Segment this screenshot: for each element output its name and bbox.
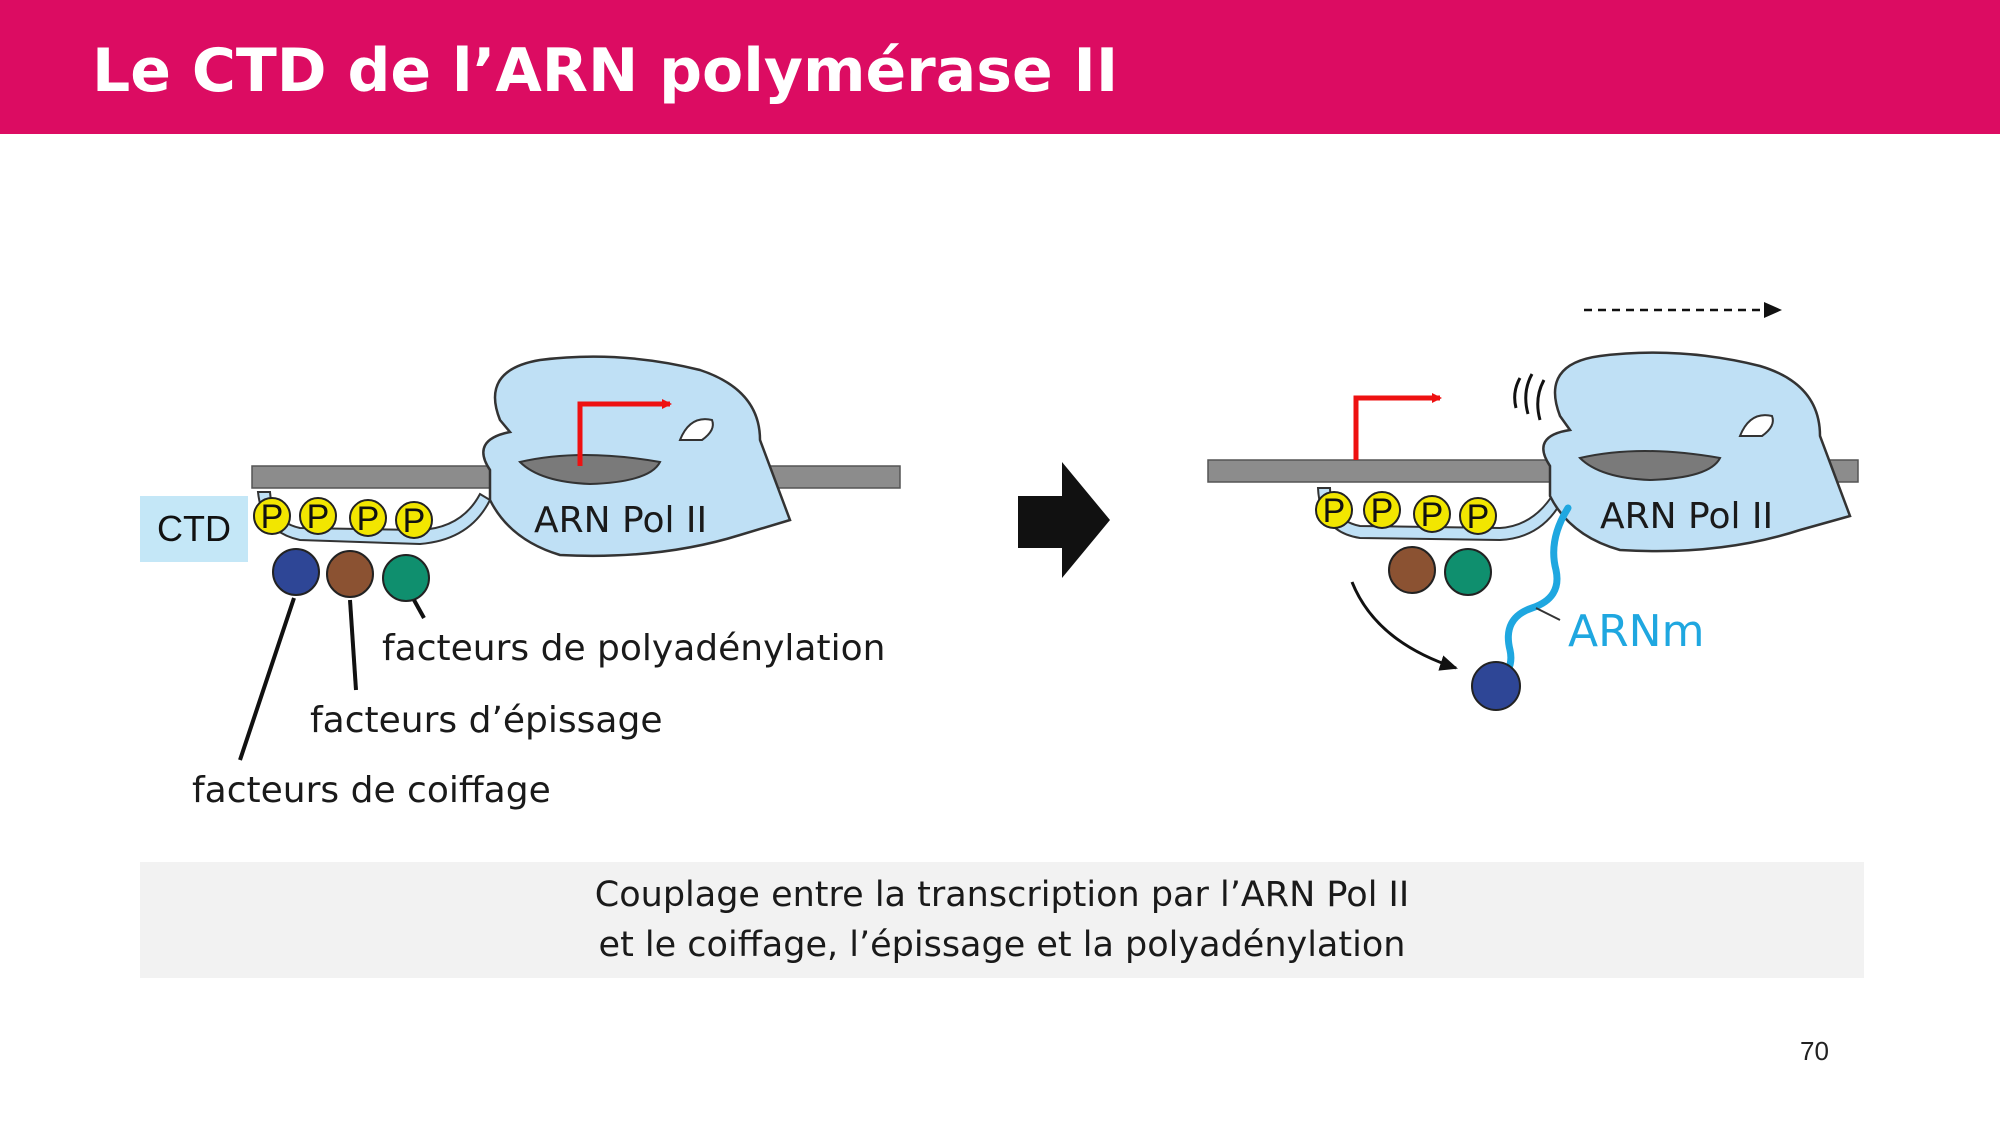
label-splicing-factors: facteurs d’épissage — [310, 700, 663, 741]
transcription-bubble-left — [518, 454, 662, 486]
phospho-circle — [299, 497, 337, 535]
phospho-circle — [253, 497, 291, 535]
transition-arrow — [1018, 462, 1110, 578]
pol-label-right: ARN Pol II — [1600, 496, 1774, 537]
phospho-label: P — [1323, 492, 1346, 530]
motion-marks — [1513, 373, 1546, 421]
promoter-arrow-right — [1353, 393, 1442, 460]
phospho-label: P — [1371, 492, 1394, 530]
leader-polyadenylation — [412, 599, 426, 619]
polyadenylation-factor-left — [382, 554, 430, 602]
phospho-group-right: P P P P — [1315, 491, 1497, 536]
caption-line-2: et le coiffage, l’épissage et la polyadé… — [598, 925, 1406, 965]
phospho-label: P — [357, 500, 380, 538]
left-panel: P P P P — [238, 355, 901, 761]
release-arrow — [1350, 581, 1458, 671]
page-number: 70 — [1800, 1036, 1829, 1066]
caption-line-1: Couplage entre la transcription par l’AR… — [594, 875, 1410, 915]
phospho-label: P — [1421, 496, 1444, 534]
leader-capping — [238, 597, 296, 761]
capping-factor-left — [272, 548, 320, 596]
label-polyadenylation-factors: facteurs de polyadénylation — [382, 628, 886, 669]
right-panel: P P P P — [1207, 302, 1859, 711]
phospho-circle — [1315, 491, 1353, 529]
splicing-factor-right — [1388, 546, 1436, 594]
promoter-arrow-left — [577, 399, 672, 466]
ctd-label: CTD — [140, 496, 248, 562]
polyadenylation-factor-right — [1444, 548, 1492, 596]
slide-title: Le CTD de l’ARN polymérase II — [92, 36, 1119, 106]
polymerase-cleft-left — [678, 418, 714, 441]
mrna-pointer — [1535, 607, 1561, 621]
phospho-circle — [395, 501, 433, 539]
label-capping-factors: facteurs de coiffage — [192, 770, 551, 811]
phospho-circle — [1413, 495, 1451, 533]
phospho-label: P — [261, 498, 284, 536]
phospho-group-left: P P P P — [253, 497, 433, 540]
mrna-strand — [1496, 504, 1572, 684]
splicing-factor-left — [326, 550, 374, 598]
polymerase-right — [1542, 351, 1852, 553]
capping-factor-released — [1471, 661, 1521, 711]
slide-header: Le CTD de l’ARN polymérase II — [0, 0, 2000, 134]
phospho-circle — [1363, 491, 1401, 529]
polymerase-left — [482, 355, 792, 558]
phospho-label: P — [403, 502, 426, 540]
phospho-circle — [1459, 497, 1497, 535]
phospho-circle — [349, 499, 387, 537]
phospho-label: P — [307, 498, 330, 536]
polymerase-cleft-right — [1738, 414, 1774, 437]
mrna-label: ARNm — [1568, 606, 1705, 657]
caption-box: Couplage entre la transcription par l’AR… — [140, 862, 1864, 978]
pol-label-left: ARN Pol II — [534, 500, 708, 541]
transcription-bubble-right — [1578, 450, 1722, 482]
leader-splicing — [348, 599, 358, 691]
phospho-label: P — [1467, 498, 1490, 536]
